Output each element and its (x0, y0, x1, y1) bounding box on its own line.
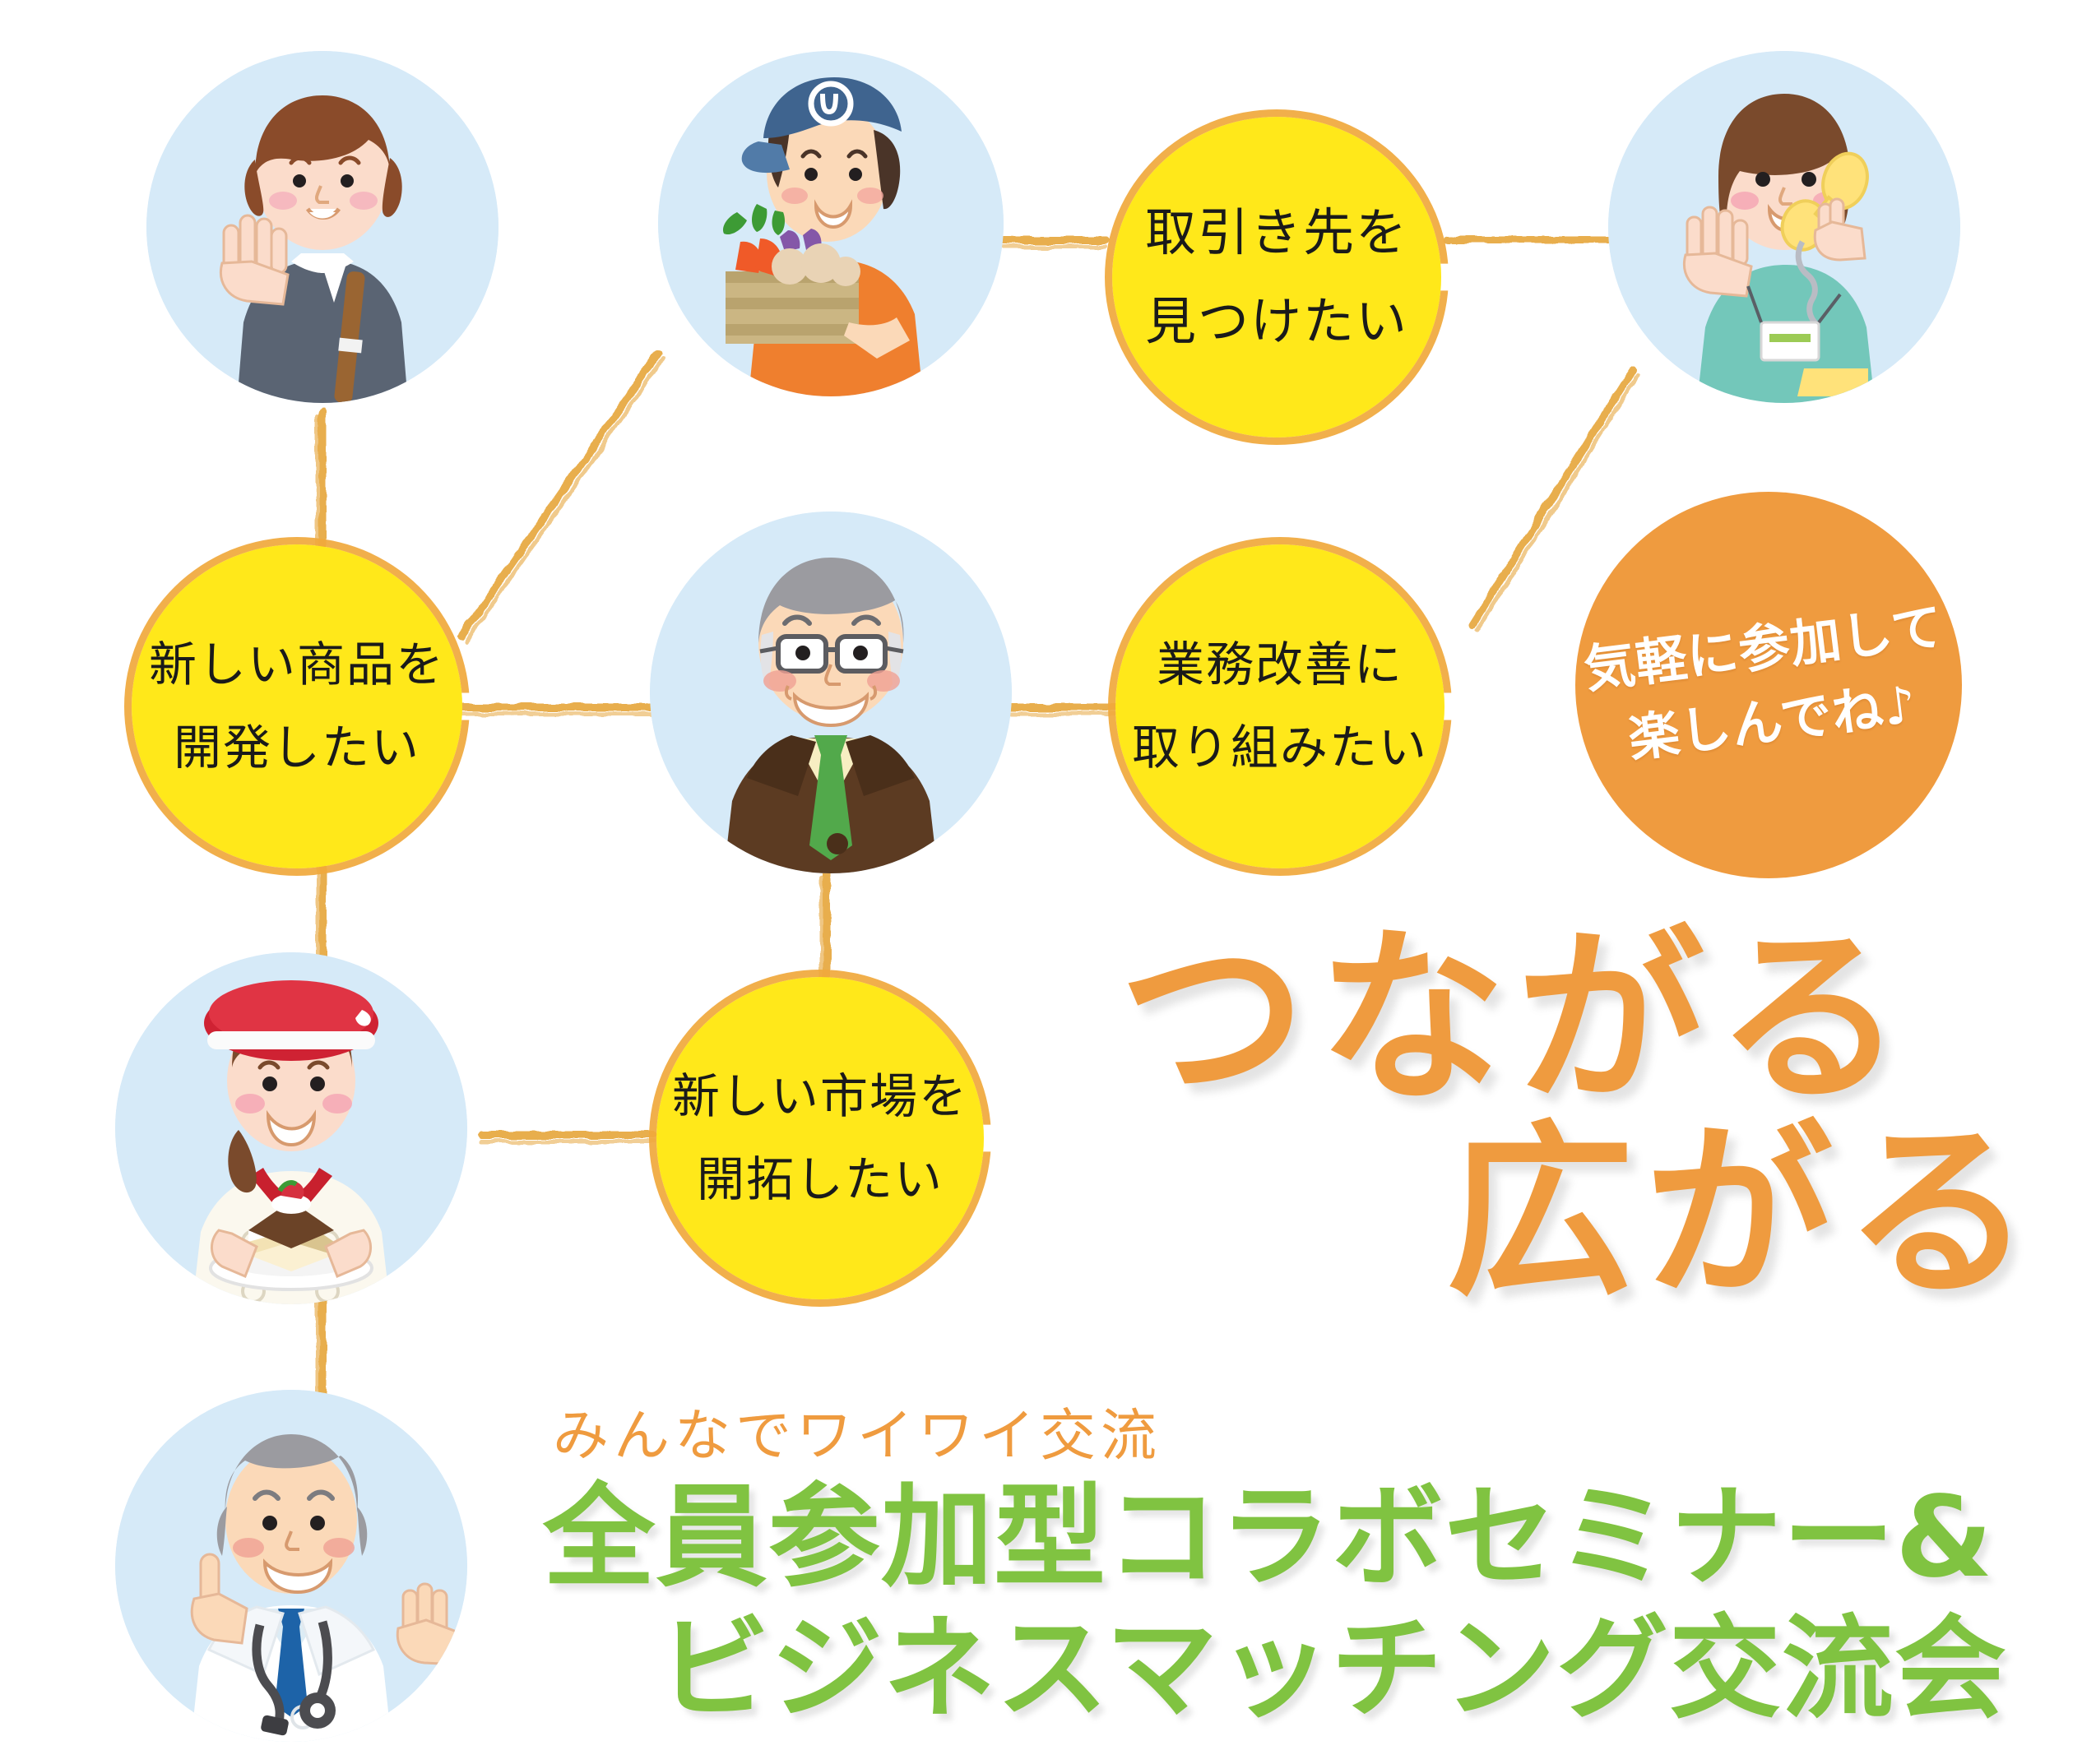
footer-kicker: みんなでワイワイ交流 (553, 1404, 1162, 1469)
bubble-line-1: 新しい商品を (148, 636, 445, 692)
avatar-receptionist-on-phone (1608, 51, 1960, 403)
headline-line-1: つながる (1119, 909, 1915, 1127)
bubble-line-1: 取引き先を (1144, 201, 1408, 262)
avatar-senior-businessman (650, 512, 1012, 873)
footer-title: 全員参加型コラボセミナー& ビジネスマッチング交流会 (543, 1472, 2007, 1736)
bubble-line-1: 業務改善に (1156, 636, 1403, 692)
invite-bubble-text: 気軽に参加して 楽しんでね♪ (1580, 590, 1957, 780)
headline: つながる 広がる (1119, 909, 2048, 1323)
thought-bubble-open-new-market[interactable]: 新しい市場を 開拓したい (656, 977, 984, 1299)
footer-title-line-2: ビジネスマッチング交流会 (658, 1604, 2007, 1735)
thought-bubble-develop-new-product[interactable]: 新しい商品を 開発したい (132, 544, 462, 868)
thought-bubble-find-business-partners[interactable]: 取引き先を 見つけたい (1112, 117, 1441, 438)
bubble-line-2: 開拓したい (696, 1151, 944, 1207)
thought-bubble-improve-operations[interactable]: 業務改善に 取り組みたい (1115, 544, 1444, 868)
bubble-line-2: 見つけたい (1144, 291, 1408, 351)
avatar-pastry-chef (115, 952, 467, 1304)
invite-bubble: 気軽に参加して 楽しんでね♪ (1575, 492, 1962, 878)
avatar-businesswoman-waving (146, 51, 498, 403)
bubble-line-2: 開発したい (173, 720, 420, 776)
avatar-doctor (115, 1390, 467, 1742)
footer-title-line-1: 全員参加型コラボセミナー& (543, 1473, 1994, 1603)
bubble-line-2: 取り組みたい (1131, 720, 1428, 776)
avatar-farmer-with-vegetables (658, 51, 1004, 396)
headline-line-2: 広がる (1446, 1104, 2043, 1323)
bubble-line-1: 新しい市場を (671, 1067, 968, 1124)
